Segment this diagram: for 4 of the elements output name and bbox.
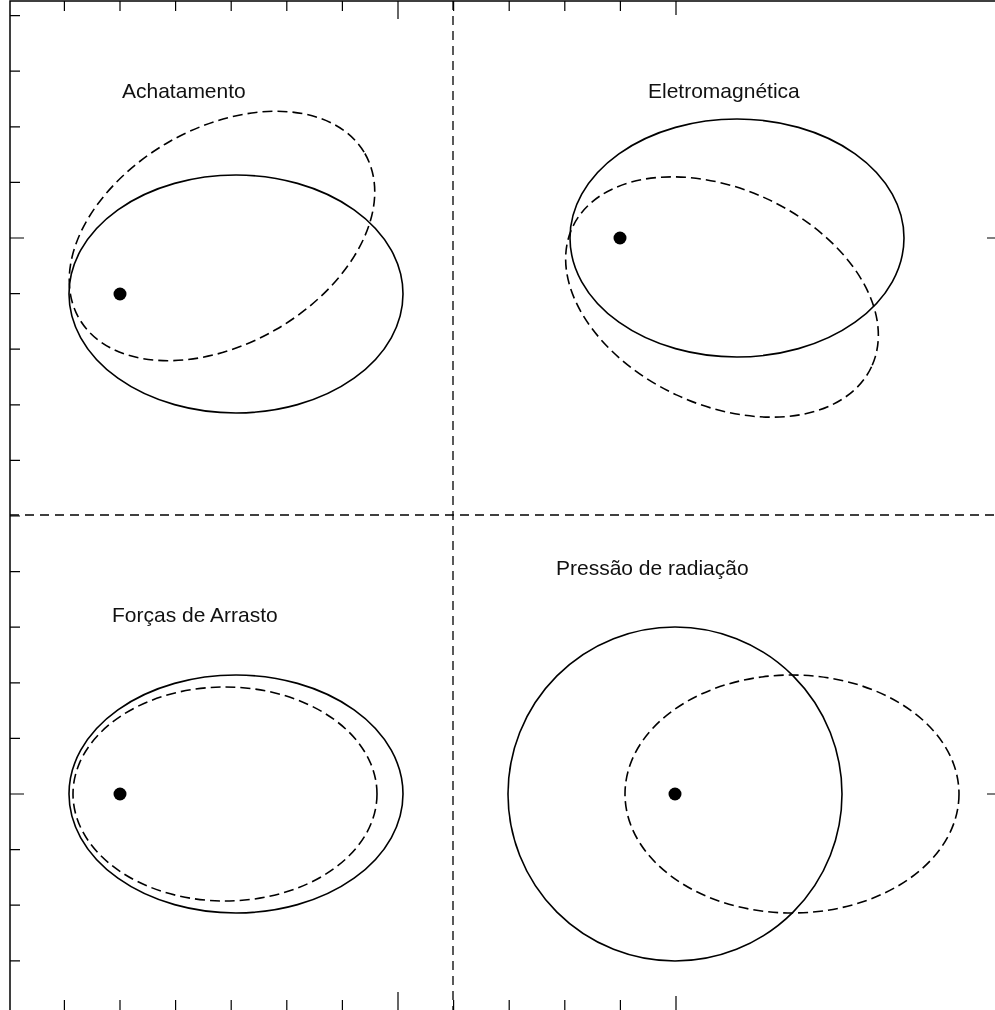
panel-title: Pressão de radiação	[556, 556, 749, 580]
panel-title: Achatamento	[122, 79, 246, 103]
panel-title: Forças de Arrasto	[112, 603, 278, 627]
panel-title: Eletromagnética	[648, 79, 800, 103]
